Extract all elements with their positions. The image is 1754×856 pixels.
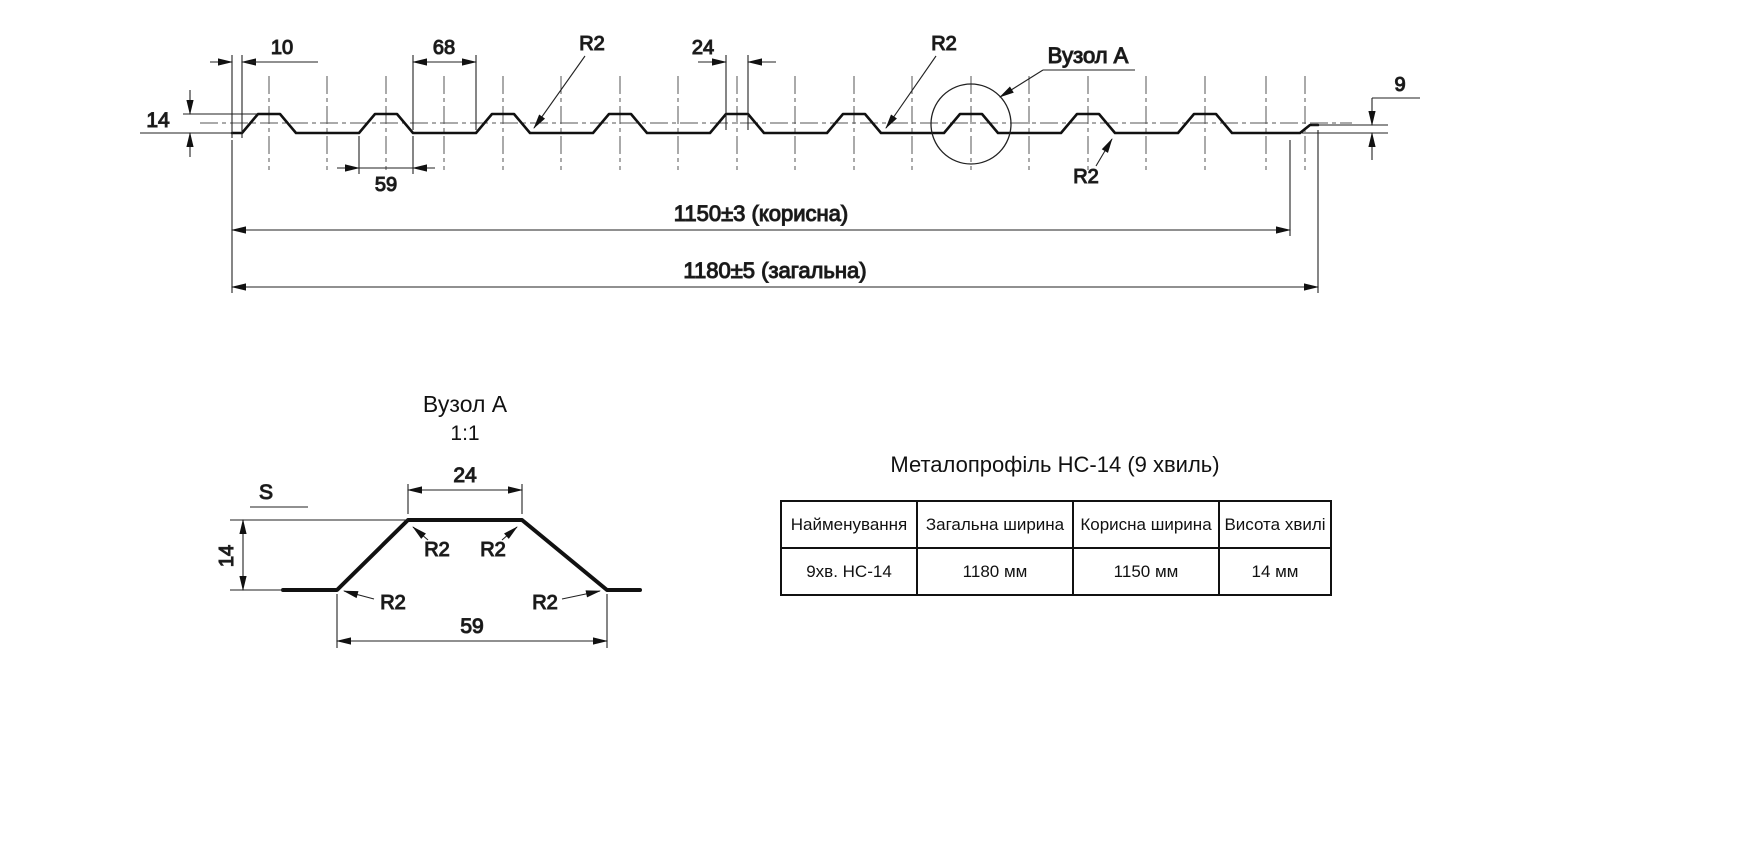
spec-cell-useful-width: 1150 мм bbox=[1072, 547, 1220, 596]
dim-left-flat: 10 bbox=[210, 36, 318, 138]
dim-useful-width-label: 1150±3 (корисна) bbox=[674, 201, 848, 226]
detail-radius-bottom-right-label: R2 bbox=[532, 592, 558, 614]
detail-radius-bottom-left: R2 bbox=[343, 590, 406, 615]
dim-crest-width: 24 bbox=[691, 36, 776, 130]
detail-dim-height: 14 bbox=[215, 519, 283, 591]
radius-callout-3: R2 bbox=[1073, 138, 1113, 189]
profile-outline bbox=[230, 112, 1320, 135]
detail-dim-crest-label: 24 bbox=[453, 464, 477, 487]
spec-cell-wave-height: 14 мм bbox=[1218, 547, 1332, 596]
detail-outline bbox=[281, 518, 642, 592]
radius-callout-1-label: R2 bbox=[579, 33, 605, 55]
dim-edge-height: 9 bbox=[1302, 73, 1420, 160]
detail-dim-crest: 24 bbox=[407, 463, 523, 514]
dim-wave-gap: 68 bbox=[412, 36, 477, 130]
spec-cell-overall-width: 1180 мм bbox=[916, 547, 1074, 596]
dim-crest-width-label: 24 bbox=[692, 37, 714, 59]
detail-radius-top-right-label: R2 bbox=[480, 539, 506, 561]
radius-callout-2: R2 bbox=[885, 32, 957, 129]
node-a-callout-label: Вузол А bbox=[1048, 43, 1129, 68]
node-a-callout: Вузол А bbox=[999, 42, 1135, 98]
detail-dim-base: 59 bbox=[336, 594, 608, 648]
dim-wave-base: 59 bbox=[337, 136, 435, 197]
dim-overall-width: 1180±5 (загальна) bbox=[231, 130, 1319, 293]
spec-header-name: Найменування bbox=[780, 500, 918, 549]
radius-callout-1: R2 bbox=[533, 32, 605, 129]
radius-callout-2-label: R2 bbox=[931, 33, 957, 55]
dim-profile-height-label: 14 bbox=[146, 109, 170, 132]
spec-header-useful-width: Корисна ширина bbox=[1072, 500, 1220, 549]
spec-header-wave-height: Висота хвилі bbox=[1218, 500, 1332, 549]
detail-radius-bottom-right: R2 bbox=[532, 590, 601, 615]
detail-scale: 1:1 bbox=[450, 422, 479, 445]
dim-profile-height: 14 bbox=[140, 90, 258, 157]
dim-edge-height-label: 9 bbox=[1394, 74, 1405, 96]
spec-table-data-row: 9хв. НС-14 1180 мм 1150 мм 14 мм bbox=[780, 547, 1332, 596]
detail-dim-thickness-label: S bbox=[259, 481, 273, 504]
detail-dim-height-label: 14 bbox=[216, 545, 238, 567]
spec-table: Найменування Загальна ширина Корисна шир… bbox=[780, 500, 1332, 596]
detail-radius-top-right: R2 bbox=[480, 526, 518, 562]
radius-callout-3-label: R2 bbox=[1073, 166, 1099, 188]
detail-circle bbox=[930, 83, 1012, 165]
dim-overall-width-label: 1180±5 (загальна) bbox=[683, 258, 866, 283]
dim-wave-gap-label: 68 bbox=[433, 37, 455, 59]
spec-table-header-row: Найменування Загальна ширина Корисна шир… bbox=[780, 500, 1332, 549]
wave-centerlines bbox=[268, 76, 1306, 170]
dim-wave-base-label: 59 bbox=[375, 174, 397, 196]
detail-title: Вузол А bbox=[423, 391, 508, 417]
spec-header-overall-width: Загальна ширина bbox=[916, 500, 1074, 549]
detail-radius-bottom-left-label: R2 bbox=[380, 592, 406, 614]
detail-radius-top-left: R2 bbox=[412, 526, 450, 562]
spec-table-title: Металопрофіль НС-14 (9 хвиль) bbox=[890, 452, 1220, 477]
dim-useful-width: 1150±3 (корисна) bbox=[231, 140, 1291, 293]
dim-left-flat-label: 10 bbox=[271, 37, 293, 59]
detail-dim-thickness: S bbox=[230, 480, 408, 521]
spec-cell-name: 9хв. НС-14 bbox=[780, 547, 918, 596]
detail-radius-top-left-label: R2 bbox=[424, 539, 450, 561]
detail-dim-base-label: 59 bbox=[460, 615, 483, 638]
